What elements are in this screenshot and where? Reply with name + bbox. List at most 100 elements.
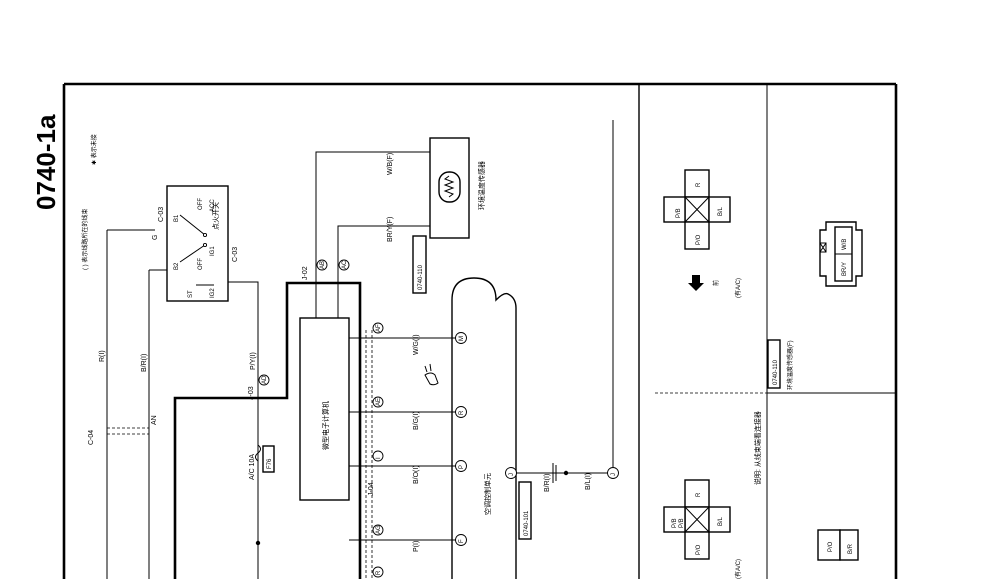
- svg-text:P/B: P/B: [676, 208, 682, 218]
- wire-label-br2: B/R(I): [544, 474, 551, 492]
- hand-pointer-icon: [424, 363, 439, 386]
- svg-text:OFF: OFF: [198, 198, 204, 210]
- svg-text:P/B: P/B: [679, 518, 685, 528]
- connector-a-note: (有A/C): [734, 278, 742, 298]
- connector-j04: J-04: [368, 482, 375, 496]
- connector-view-b: P/B P/B R P/O B/L: [663, 479, 731, 560]
- svg-text:AC: AC: [342, 260, 348, 269]
- ignition-switch-box: [166, 185, 229, 302]
- fuse-code-box: [262, 445, 275, 473]
- front-label: 前: [712, 280, 720, 286]
- pin-8: [607, 467, 619, 479]
- page-id: 0740-1a: [31, 114, 61, 210]
- svg-text:P/O: P/O: [696, 544, 702, 555]
- ambient-sensor-code: 0740-110: [418, 264, 424, 290]
- ac-unit-outline: [451, 277, 517, 579]
- svg-text:B1: B1: [174, 214, 180, 222]
- svg-text:B2: B2: [174, 262, 180, 270]
- pin-ac: [338, 259, 350, 271]
- svg-text:I: I: [376, 457, 382, 459]
- sensor-caption: 环境温度传感器(F): [786, 340, 794, 390]
- svg-text:OFF: OFF: [198, 258, 204, 270]
- connector-view-c: P/O B/R: [817, 529, 859, 561]
- svg-text:J: J: [611, 473, 617, 476]
- connector-c04: C-04: [88, 430, 95, 445]
- svg-text:P/B: P/B: [672, 518, 678, 528]
- svg-text:AB: AB: [320, 261, 326, 269]
- pin-ab: [316, 259, 328, 271]
- svg-text:ACC: ACC: [210, 199, 216, 212]
- ac-unit-label: 空调控制单元: [483, 473, 492, 515]
- ambient-sensor-label: 环境温度传感器: [477, 161, 486, 210]
- svg-text:P/O: P/O: [696, 234, 702, 245]
- connector-c04-dashes: [107, 427, 149, 435]
- fuse-code: F76: [267, 458, 273, 469]
- svg-text:P: P: [459, 465, 465, 469]
- svg-text:R: R: [696, 492, 702, 497]
- ac-unit-code-box: [518, 481, 532, 540]
- thermistor-icon: [443, 175, 455, 198]
- ambient-sensor-code-box: [412, 235, 427, 294]
- svg-text:B/R: B/R: [848, 543, 854, 554]
- svg-text:IG1: IG1: [210, 246, 216, 256]
- wire-label-bry: BR/Y(F): [387, 217, 394, 242]
- front-arrow-icon: [688, 275, 704, 291]
- connector-j02: J-02: [302, 266, 309, 280]
- pin-f: [455, 534, 467, 546]
- junction-dot: [255, 540, 261, 546]
- wire-py: [228, 281, 259, 579]
- ground-connector: [552, 463, 557, 483]
- svg-text:P/O: P/O: [828, 541, 834, 552]
- wire-label-p: P(I): [413, 541, 420, 552]
- svg-text:AE: AE: [376, 398, 382, 406]
- connector-b-note: (有A/C): [734, 559, 742, 579]
- wire-label-wb: W/B(F): [387, 153, 394, 175]
- sensor-code: 0740-110: [773, 359, 779, 385]
- svg-text:M: M: [459, 336, 465, 341]
- wire-label-wg: W/G(I): [413, 334, 420, 355]
- svg-text:ST: ST: [188, 290, 194, 298]
- wire-bry: [337, 225, 430, 318]
- wire-label-br: B/R(I): [141, 354, 148, 372]
- svg-text:F: F: [459, 539, 465, 543]
- pin-ag: [372, 524, 384, 536]
- connector-j03: J-03: [248, 386, 255, 400]
- ecu-box: [299, 317, 350, 501]
- svg-text:IG2: IG2: [210, 288, 216, 298]
- pin-af: [372, 322, 384, 334]
- connector-view-a: P/B R P/O B/L: [663, 169, 731, 250]
- connector-view-note: 说明: 从线束端看连接器: [753, 411, 762, 485]
- pin-r-ecu: [372, 566, 384, 578]
- svg-text:R: R: [376, 570, 382, 575]
- svg-text:W/B: W/B: [842, 239, 848, 250]
- svg-text:R: R: [459, 410, 465, 415]
- connector-an: AN: [151, 415, 158, 425]
- sensor-connector-view: BR/Y W/B: [819, 221, 863, 287]
- fuse-symbol: [255, 444, 261, 462]
- ignition-pin-g: G: [152, 235, 159, 240]
- svg-text:J: J: [509, 473, 515, 476]
- pin-r: [455, 406, 467, 418]
- ignition-connector-bottom: C-03: [232, 247, 239, 262]
- pin-p: [455, 460, 467, 472]
- ground-junction: [563, 470, 569, 476]
- pin-m: [455, 332, 467, 344]
- svg-text:R: R: [696, 182, 702, 187]
- svg-text:AF: AF: [376, 324, 382, 332]
- sensor-code-box: [767, 339, 781, 389]
- svg-text:BR/Y: BR/Y: [842, 262, 848, 276]
- ac-unit-code: 0740-101: [524, 510, 530, 536]
- pin-ae: [372, 396, 384, 408]
- ecu-label: 微型电子计算机: [321, 401, 330, 450]
- svg-text:B/L: B/L: [718, 516, 724, 526]
- pin-ad: [258, 374, 270, 386]
- svg-text:AD: AD: [262, 375, 268, 384]
- wire-label-bl: B/L(I): [585, 473, 592, 490]
- svg-text:AG: AG: [376, 525, 382, 534]
- wire-label-bg: B/G(I): [413, 411, 420, 430]
- wire-label-r: R(I): [99, 350, 106, 362]
- ignition-switch-contacts: B1 OFF ACC B2 OFF IG1 ST IG2: [174, 198, 216, 298]
- wire-label-py: P/Y(I): [250, 352, 257, 370]
